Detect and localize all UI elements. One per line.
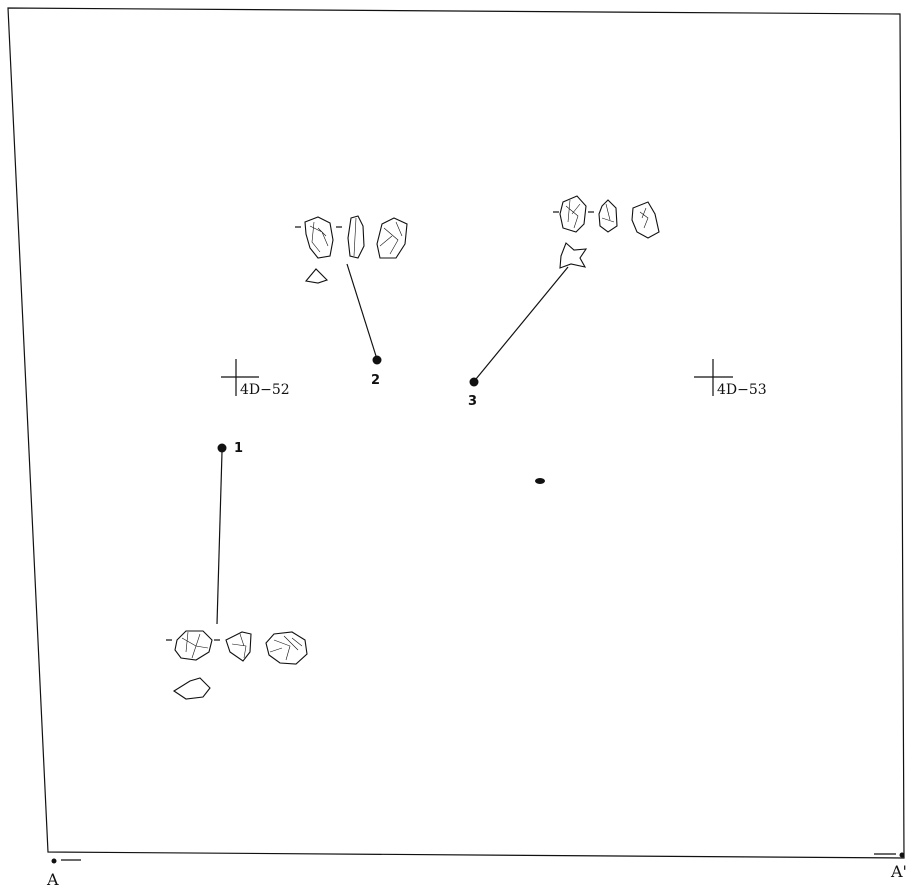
find-3: 3 [468, 266, 569, 409]
find-point-3 [469, 377, 479, 387]
section-point-a: A [46, 858, 81, 889]
leader-line-3 [475, 266, 569, 380]
artifact-flake-scars [231, 633, 247, 659]
artifact-flake-scars [565, 199, 581, 229]
section-label-a: A [46, 870, 59, 889]
leader-line-2 [346, 263, 377, 357]
leader-line-1 [216, 451, 223, 625]
section-point-a-prime: A' [874, 852, 907, 881]
artifact-drawing-2 [295, 215, 408, 284]
unit-boundary [7, 7, 905, 859]
artifact-flake-scars [379, 221, 403, 255]
artifact-view-dorsal [559, 195, 587, 233]
grid-marker-4d-52: 4D−52 [221, 359, 290, 398]
artifact-flake-scars [353, 217, 357, 257]
artifact-view-platform [559, 242, 588, 269]
grid-label-4d-52: 4D−52 [240, 382, 290, 398]
artifact-view-ventral [376, 217, 408, 259]
artifact-view-dorsal [174, 630, 213, 661]
artifact-drawing-3 [553, 195, 660, 269]
artifact-view-profile [225, 631, 252, 662]
artifact-flake-scars [601, 203, 615, 223]
find-number-2: 2 [371, 373, 380, 388]
find-point-unnumbered [535, 478, 545, 484]
artifact-view-dorsal [304, 216, 334, 259]
grid-label-4d-53: 4D−53 [717, 382, 767, 398]
section-label-a-prime: A' [890, 862, 907, 881]
artifact-drawing-1 [166, 630, 308, 700]
artifact-flake-scars [639, 207, 649, 229]
artifact-view-platform [304, 268, 329, 284]
artifact-flake-scars [309, 221, 329, 253]
artifact-flake-scars [181, 631, 209, 659]
artifact-view-ventral [631, 201, 660, 239]
artifact-view-profile [347, 215, 365, 259]
find-1: 1 [216, 441, 243, 625]
grid-marker-4d-53: 4D−53 [694, 359, 767, 398]
artifact-view-ventral [265, 631, 308, 665]
artifact-flake-scars [269, 635, 303, 661]
artifact-view-platform [172, 677, 211, 700]
find-number-1: 1 [234, 441, 243, 456]
artifact-view-profile [598, 199, 618, 233]
find-point-1 [217, 443, 227, 453]
find-number-3: 3 [468, 394, 477, 409]
find-2: 2 [346, 263, 382, 388]
find-point-2 [372, 355, 382, 365]
